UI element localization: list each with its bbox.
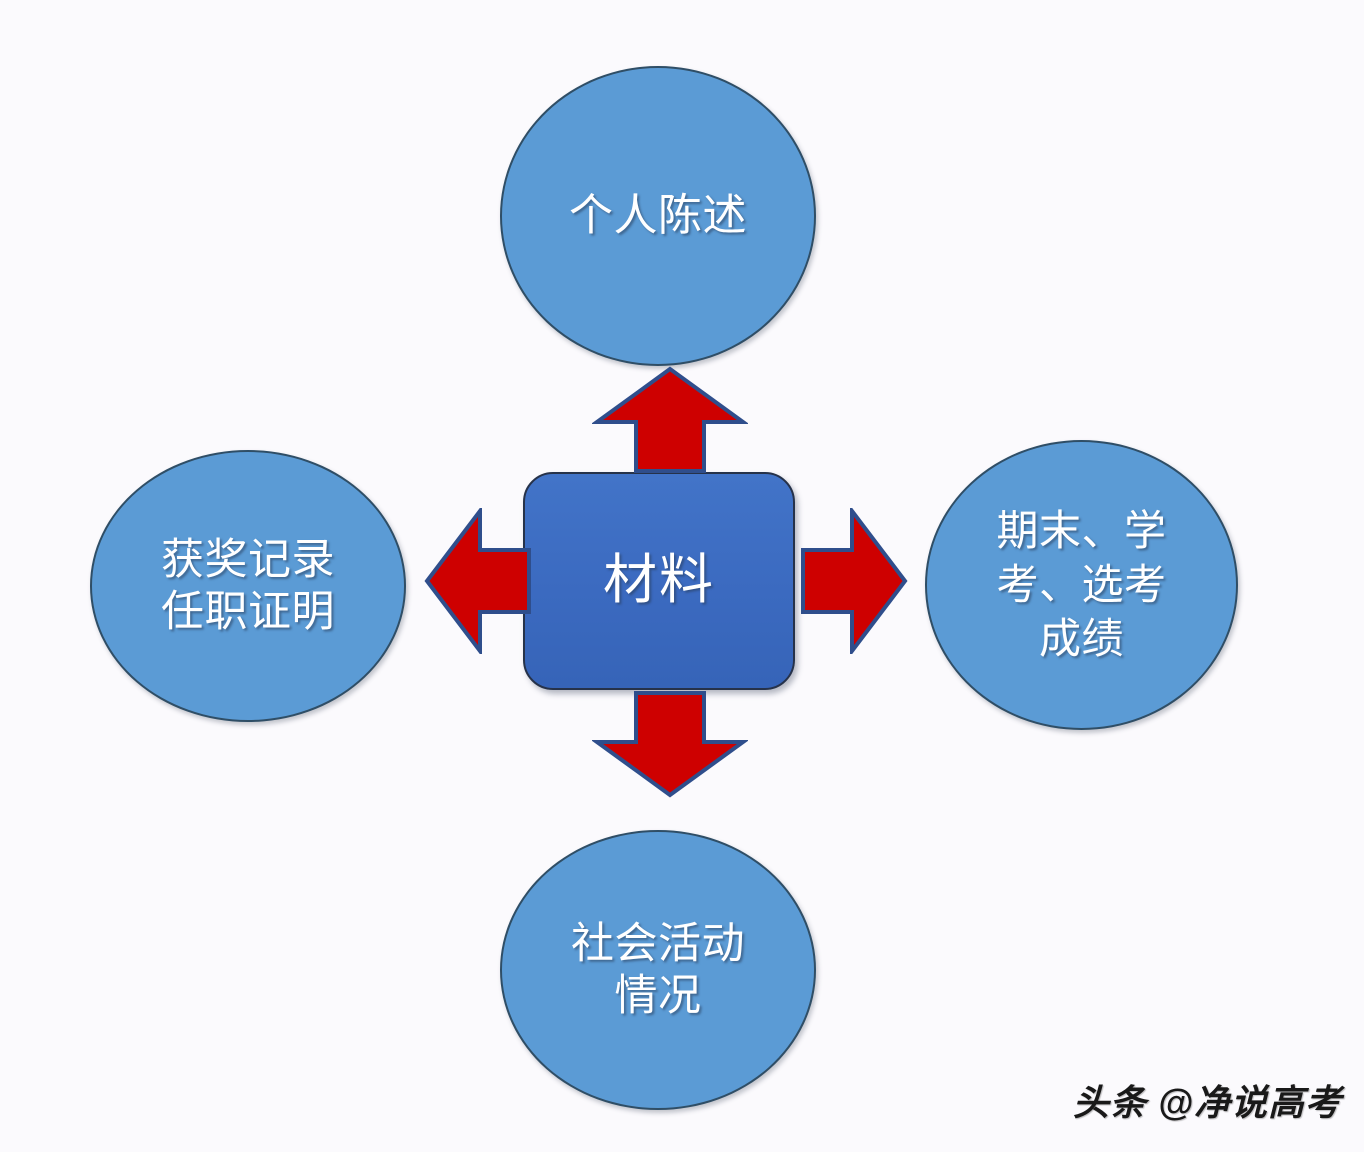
watermark: 头条 @净说高考 [1072,1082,1342,1123]
node-awards-and-appointments-label: 获奖记录 任职证明 [161,535,335,636]
node-exam-scores-label: 期末、学 考、选考 成绩 [996,507,1167,662]
center-node-materials-label: 材料 [603,550,715,611]
arrow-left-icon [424,508,532,654]
node-social-activities-label: 社会活动 情况 [571,919,745,1020]
node-social-activities[interactable]: 社会活动 情况 [500,830,816,1110]
center-node-materials[interactable]: 材料 [523,472,795,690]
arrow-up-icon [592,366,748,474]
node-personal-statement-label: 个人陈述 [569,191,747,241]
node-personal-statement[interactable]: 个人陈述 [500,66,816,366]
arrow-right-icon [800,508,908,654]
arrow-down-icon [592,688,748,798]
node-awards-and-appointments[interactable]: 获奖记录 任职证明 [90,450,406,722]
node-exam-scores[interactable]: 期末、学 考、选考 成绩 [925,440,1238,730]
